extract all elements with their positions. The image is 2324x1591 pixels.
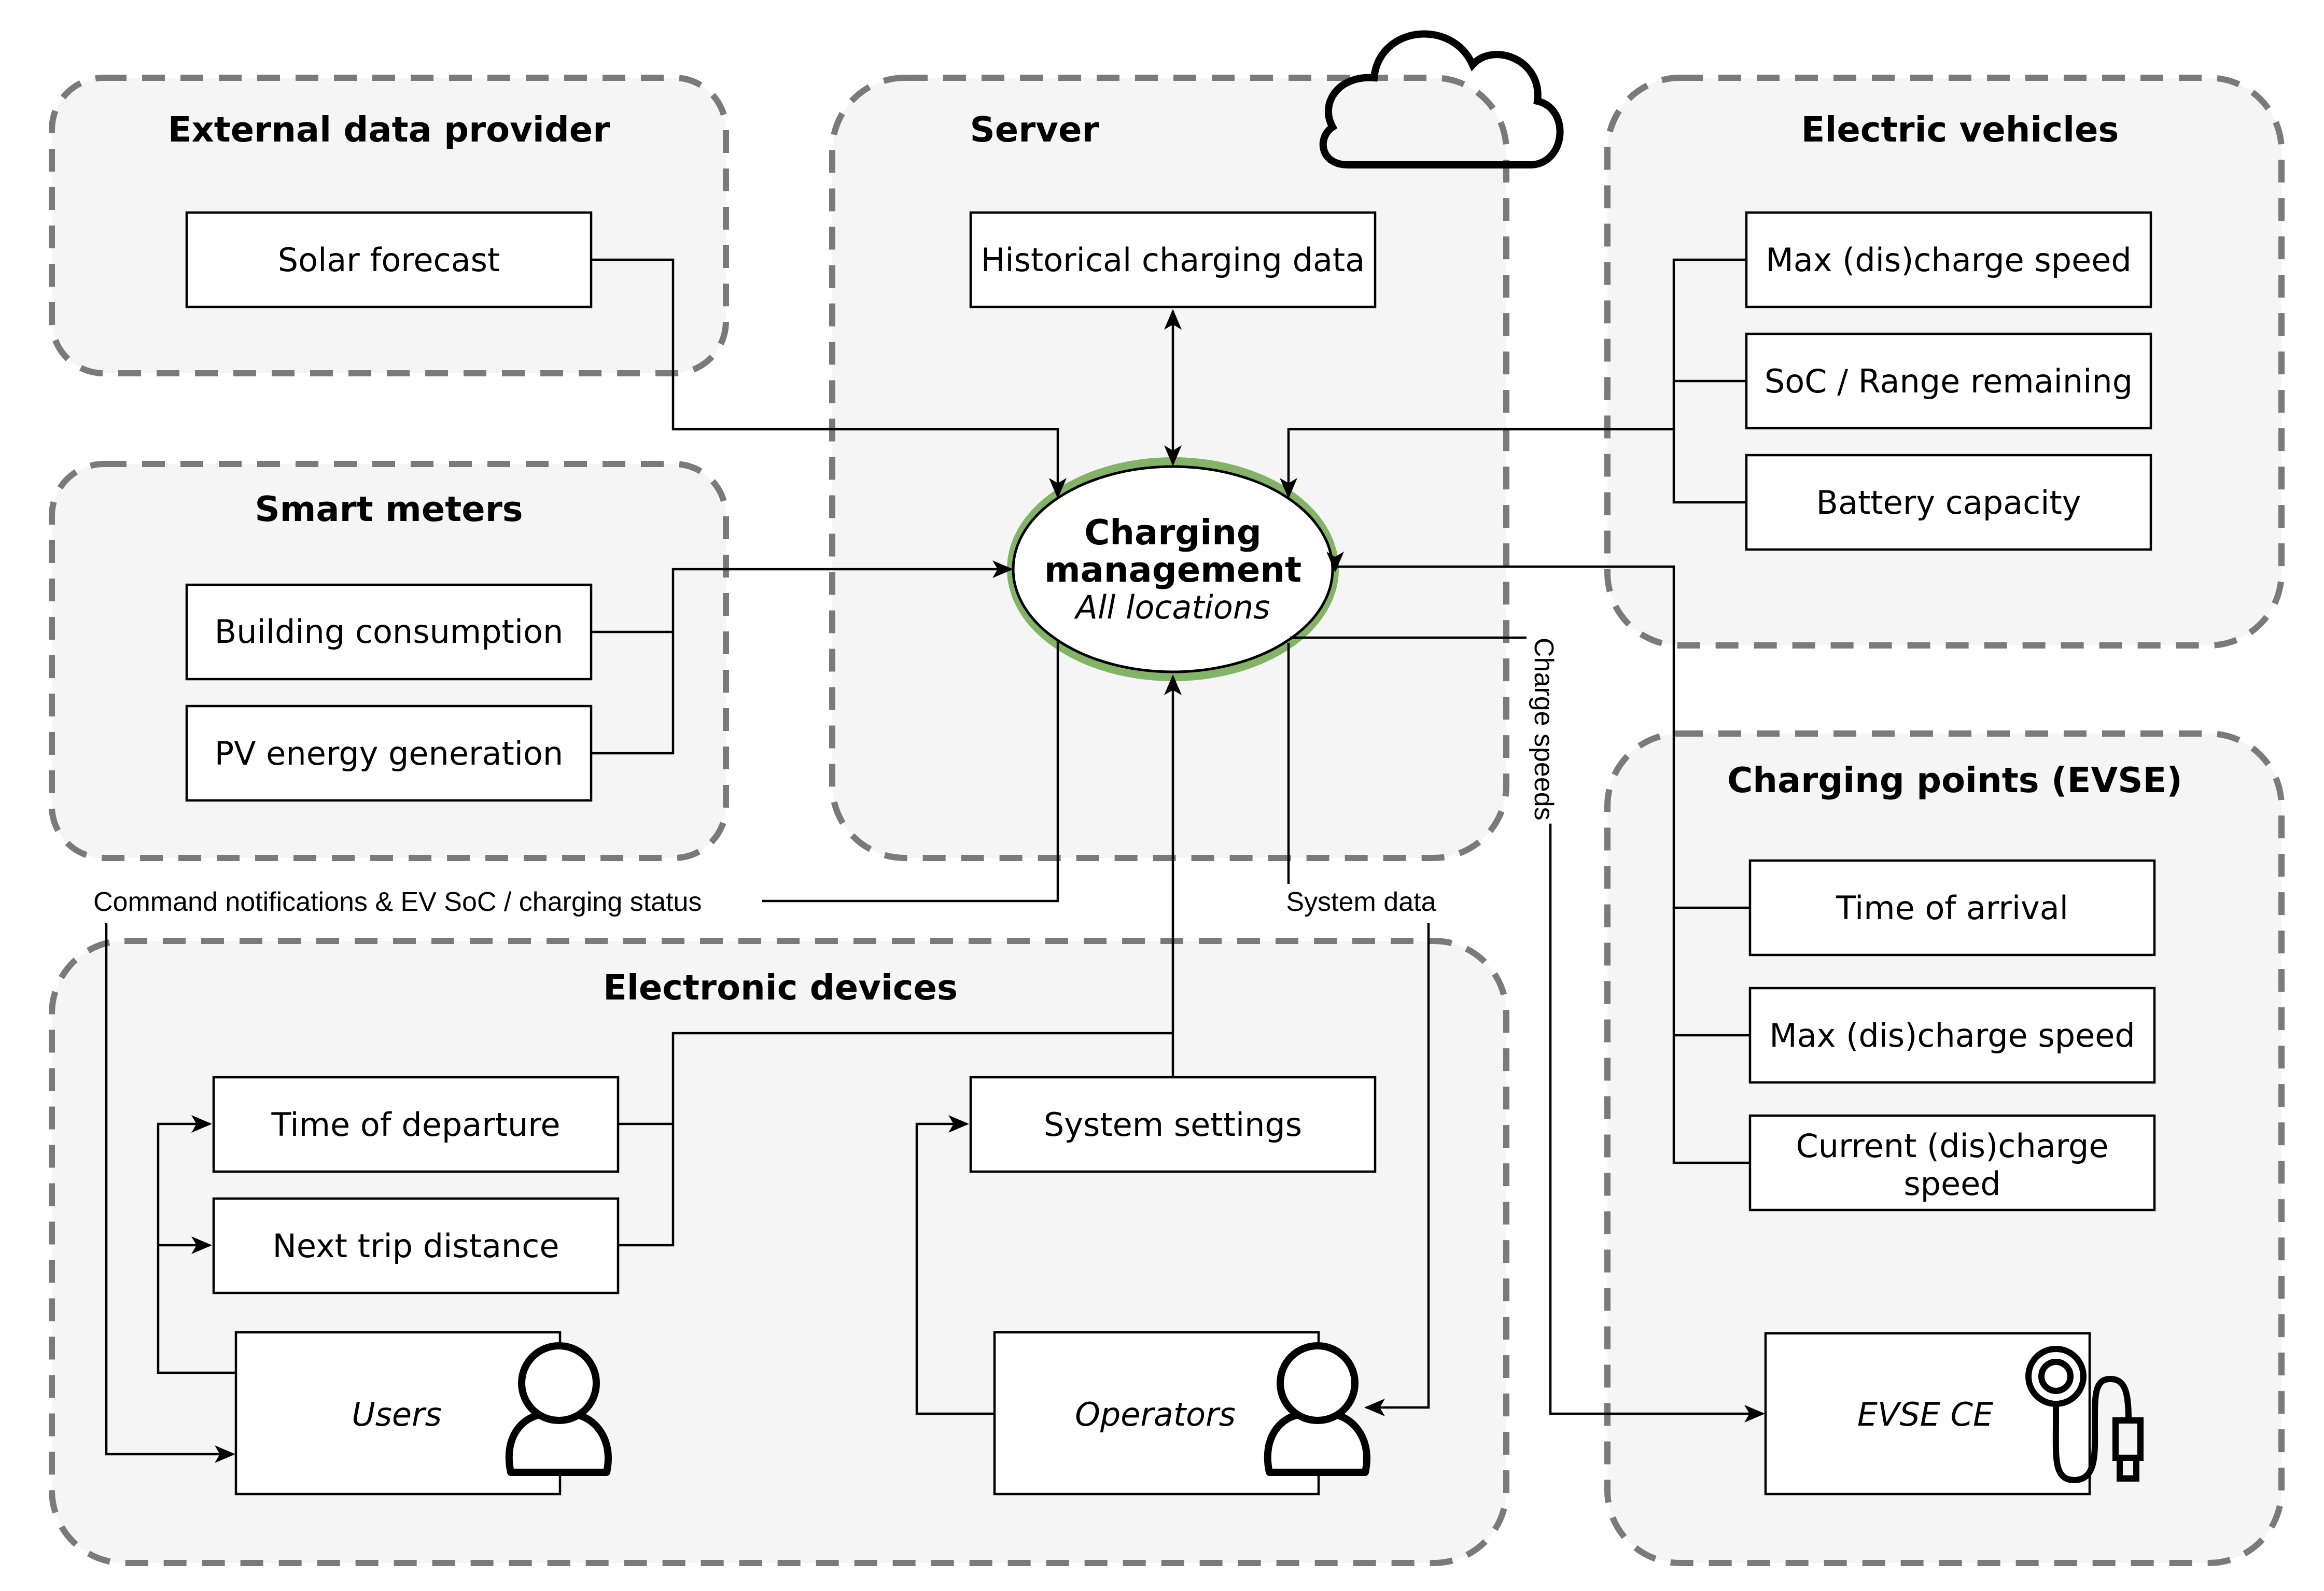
battery-capacity-box [1745,454,2152,551]
building-consumption-box [185,583,593,681]
evse-max-speed-label: Max (dis)charge speed [1769,1017,2135,1054]
users-label: Users [352,1396,442,1433]
edge-operators-to-settings [915,1115,995,1415]
time-of-departure-label: Time of departure [271,1106,560,1144]
operators-label: Operators [1075,1396,1236,1433]
ev-max-speed-box [1745,211,2152,308]
command-notifications-label: Command notifications & EV SoC / chargin… [93,887,702,917]
evse-ce-label: EVSE CE [1857,1396,1994,1433]
edge-pv-generation [591,560,1013,755]
time-of-arrival-box [1748,859,2156,956]
hub-title-line1: Charging [1084,512,1262,553]
pv-generation-label: PV energy generation [215,735,563,772]
current-speed-label-line1: Current (dis)charge [1796,1127,2108,1165]
edge-label-backing [1283,885,1439,919]
edge-ev-bracket [1672,258,1746,504]
cloud-icon [1319,30,1564,168]
next-trip-distance-label: Next trip distance [273,1227,559,1265]
historical-data-box [969,211,1377,308]
ev-charger-icon [2025,1346,2144,1484]
system-settings-label: System settings [1044,1106,1302,1144]
operators-box [993,1331,1320,1496]
edge-trip-to-hub [618,1032,1173,1247]
soc-range-label: SoC / Range remaining [1765,362,2133,400]
system-settings-box [969,1076,1377,1173]
system-data-label: System data [1286,887,1436,917]
edge-system-data [1287,643,1430,1407]
current-speed-box [1748,1114,2156,1212]
charging-points-title: Charging points (EVSE) [1727,760,2182,800]
current-speed-label-line2: speed [1903,1165,2000,1203]
user-icon [505,1342,612,1476]
electric-vehicles-title: Electric vehicles [1801,109,2119,150]
users-box [234,1331,562,1496]
edge-users-to-inputs [157,1115,236,1374]
edge-command-notifications [105,642,1059,1454]
charge-speeds-label: Charge speeds [1529,638,1559,821]
edge-label-backing [1527,635,1561,824]
edge-label-backing [90,885,705,919]
edge-solar-forecast [591,258,1067,499]
time-of-departure-box [212,1076,620,1173]
ev-max-speed-label: Max (dis)charge speed [1766,241,2131,279]
evse-max-speed-box [1748,987,2156,1084]
server-title: Server [970,109,1099,150]
battery-capacity-label: Battery capacity [1816,484,2081,522]
time-of-arrival-label: Time of arrival [1836,889,2068,927]
historical-data-label: Historical charging data [981,241,1365,279]
hub-title-line2: management [1044,550,1301,590]
pv-generation-box [185,705,593,802]
smart-meters-title: Smart meters [255,489,523,529]
hub-subtitle: All locations [1074,588,1270,626]
solar-forecast-label: Solar forecast [278,241,500,279]
soc-range-box [1745,332,2152,430]
edge-ev-to-hub [1280,428,1674,499]
edge-evse-to-hub [1326,552,1675,908]
external-data-provider-title: External data provider [168,109,610,150]
edge-evse-bracket [1672,906,1750,1164]
solar-forecast-box [185,211,593,308]
building-consumption-label: Building consumption [215,613,564,651]
electronic-devices-title: Electronic devices [603,967,958,1008]
next-trip-distance-box [212,1197,620,1294]
edge-charge-speeds [1290,636,1765,1423]
user-icon [1264,1342,1370,1476]
